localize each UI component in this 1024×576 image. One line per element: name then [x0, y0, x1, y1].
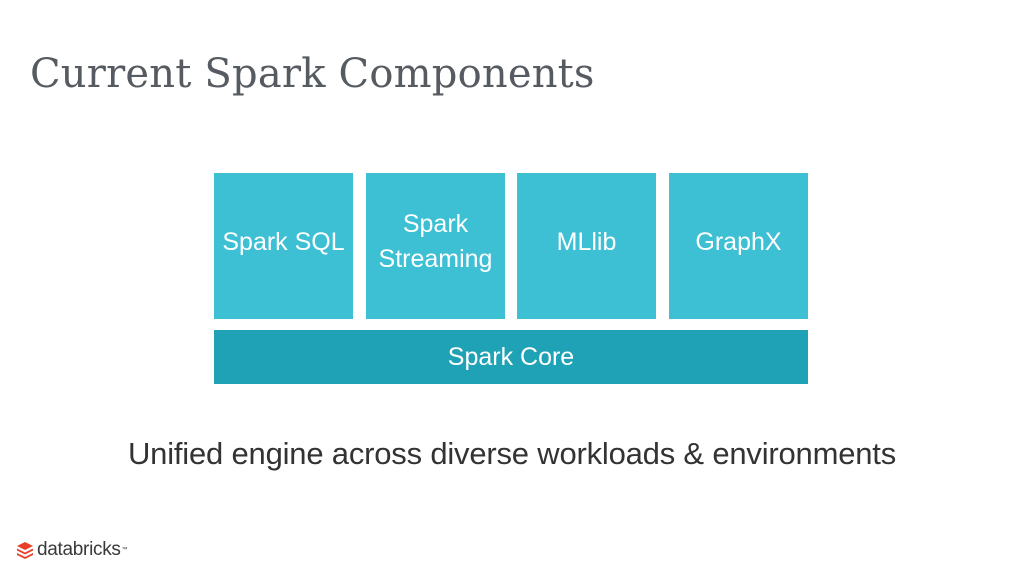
spark-sql-label: Spark SQL	[222, 227, 345, 256]
component-stack-diagram: Spark SQL Spark Streaming MLlib GraphX S…	[214, 173, 808, 384]
mllib-block: MLlib	[517, 173, 656, 319]
trademark-symbol: ™	[121, 547, 128, 553]
spark-sql-block: Spark SQL	[214, 173, 353, 319]
slide-title: Current Spark Components	[30, 51, 595, 97]
slide-subtitle: Unified engine across diverse workloads …	[127, 436, 897, 471]
databricks-logo-text: databricks	[37, 539, 121, 560]
mllib-label: MLlib	[556, 227, 617, 256]
databricks-logo-icon	[17, 542, 33, 559]
spark-streaming-block: Spark Streaming	[366, 173, 505, 319]
spark-core-block: Spark Core	[214, 330, 808, 384]
databricks-logo: databricks ™	[16, 538, 128, 562]
spark-streaming-label: Spark Streaming	[378, 210, 493, 273]
graphx-label: GraphX	[695, 227, 782, 256]
spark-core-label: Spark Core	[447, 342, 575, 371]
graphx-block: GraphX	[669, 173, 808, 319]
